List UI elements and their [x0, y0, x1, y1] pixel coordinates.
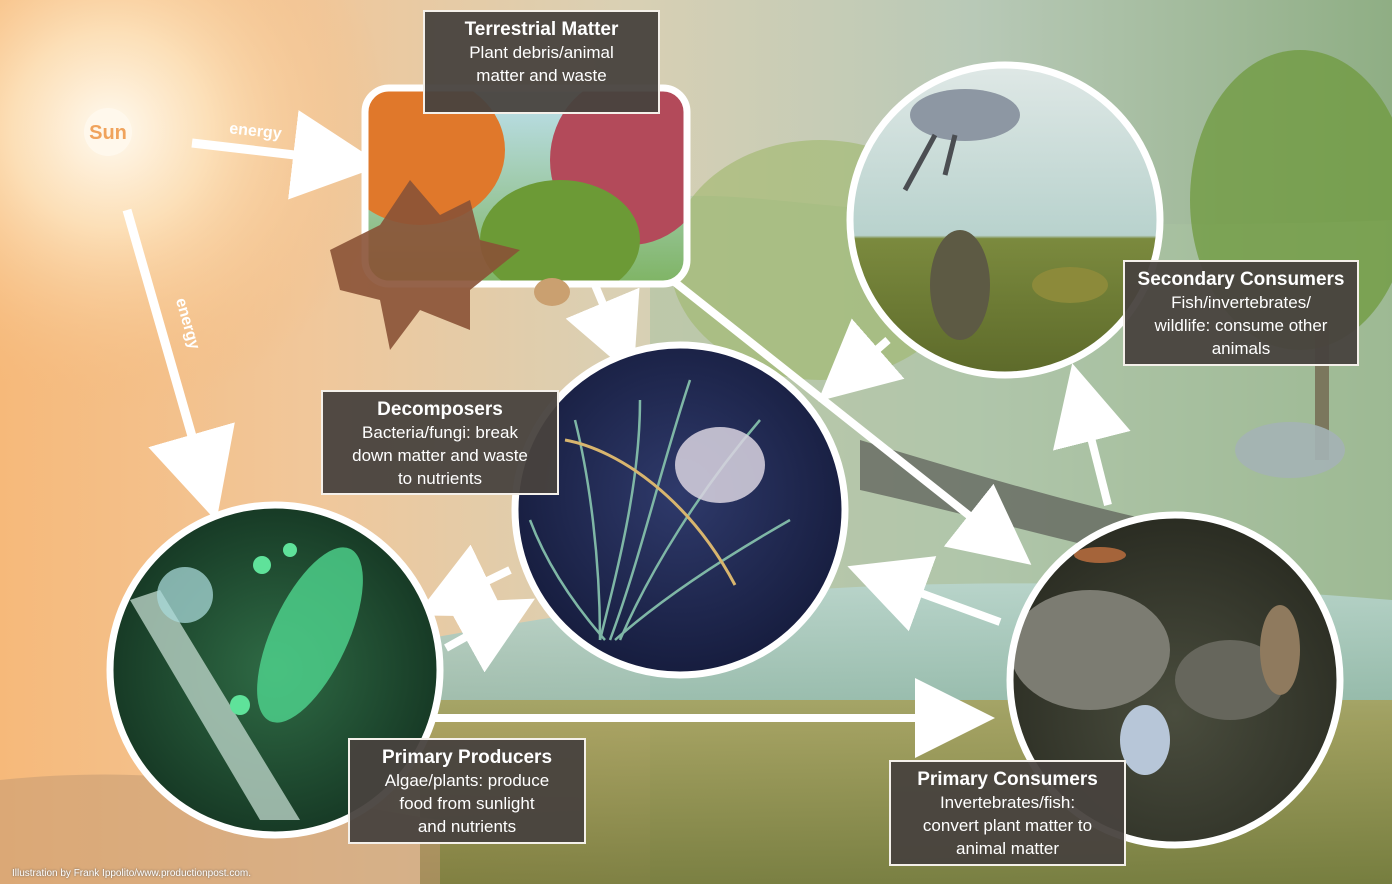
arrow-terrestrial-to-decomposers	[595, 285, 618, 340]
arrow-decomposers-to-producers	[452, 570, 510, 598]
decomposers-desc-line-2: down matter and waste	[331, 444, 549, 467]
decomposers-desc-line-3: to nutrients	[331, 467, 549, 490]
terrestrial-desc-line-2: matter and waste	[433, 64, 650, 87]
bass-fish	[1032, 267, 1108, 303]
caddisfly-case	[1260, 605, 1300, 695]
primary-consumers-title: Primary Consumers	[899, 768, 1116, 791]
decomposers-desc-line-1: Bacteria/fungi: break	[331, 421, 549, 444]
heron-figure	[1235, 422, 1345, 478]
primary-consumers-box: Primary Consumers Invertebrates/fish: co…	[889, 760, 1126, 866]
terrestrial-desc-line-1: Plant debris/animal	[433, 41, 650, 64]
heron-body	[910, 89, 1020, 141]
sun: Sun	[84, 108, 132, 156]
green-algae-colony	[157, 567, 213, 623]
sun-label: Sun	[89, 122, 127, 144]
seed-icon	[534, 278, 570, 306]
decomposers-box: Decomposers Bacteria/fungi: break down m…	[321, 390, 559, 495]
primary-consumers-desc-line-3: animal matter	[899, 837, 1116, 860]
producers-desc-line-2: food from sunlight	[358, 792, 576, 815]
primary-consumers-desc-line-2: convert plant matter to	[899, 814, 1116, 837]
secondary-desc-line-1: Fish/invertebrates/	[1133, 291, 1349, 314]
algae-cell	[253, 556, 271, 574]
producers-desc-line-3: and nutrients	[358, 815, 576, 838]
bacteria-cluster	[675, 427, 765, 503]
producers-desc-line-1: Algae/plants: produce	[358, 769, 576, 792]
illustration-credit: Illustration by Frank Ippolito/www.produ…	[12, 868, 251, 879]
producers-title: Primary Producers	[358, 746, 576, 769]
algae-cell-3	[230, 695, 250, 715]
secondary-desc-line-2: wildlife: consume other	[1133, 314, 1349, 337]
secondary-title: Secondary Consumers	[1133, 268, 1349, 291]
algae-cell-2	[283, 543, 297, 557]
river-stone	[1010, 590, 1170, 710]
secondary-consumers-box: Secondary Consumers Fish/invertebrates/ …	[1123, 260, 1359, 366]
small-fish	[1074, 547, 1126, 563]
amphipod	[1120, 705, 1170, 775]
secondary-consumers-circle	[850, 65, 1160, 375]
fish-silhouette	[930, 230, 990, 340]
secondary-desc-line-3: animals	[1133, 337, 1349, 360]
decomposers-circle	[515, 345, 845, 675]
primary-producers-box: Primary Producers Algae/plants: produce …	[348, 738, 586, 844]
decomposers-title: Decomposers	[331, 398, 549, 421]
primary-consumers-desc-line-1: Invertebrates/fish:	[899, 791, 1116, 814]
terrestrial-matter-box: Terrestrial Matter Plant debris/animal m…	[423, 10, 660, 114]
terrestrial-title: Terrestrial Matter	[433, 18, 650, 41]
